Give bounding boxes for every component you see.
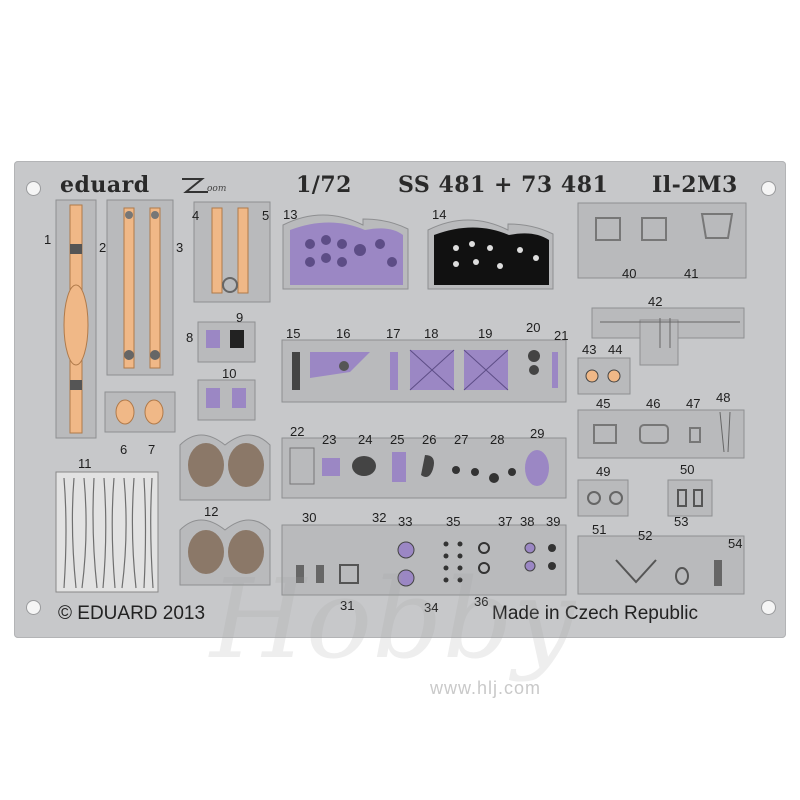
part-number: 27 — [454, 432, 469, 447]
part-number: 30 — [302, 510, 317, 525]
mounting-hole — [26, 600, 41, 615]
part-number: 4 — [192, 208, 200, 223]
part-number: 48 — [716, 390, 731, 405]
part-number: 46 — [646, 396, 661, 411]
mounting-hole — [761, 600, 776, 615]
origin-text: Made in Czech Republic — [492, 603, 698, 624]
part-number: 50 — [680, 462, 695, 477]
part-number: 43 — [582, 342, 597, 357]
part-number: 51 — [592, 522, 607, 537]
part-number: 53 — [674, 514, 689, 529]
part-number: 13 — [283, 207, 298, 222]
part-number: 26 — [422, 432, 437, 447]
part-number: 32 — [372, 510, 387, 525]
part-number: 42 — [648, 294, 663, 309]
svg-text:oom: oom — [207, 184, 226, 194]
part-number: 41 — [684, 266, 699, 281]
part-number: 37 — [498, 514, 513, 529]
part-number: 35 — [446, 514, 461, 529]
part-number: 25 — [390, 432, 405, 447]
part-number: 18 — [424, 326, 439, 341]
part-number: 20 — [526, 320, 541, 335]
part-number: 33 — [398, 514, 413, 529]
part-number: 17 — [386, 326, 401, 341]
brand-logo-text: eduard — [60, 172, 150, 198]
part-number: 6 — [120, 442, 128, 457]
part-number: 16 — [336, 326, 351, 341]
copyright-text: © EDUARD 2013 — [58, 603, 206, 624]
part-number: 2 — [99, 240, 107, 255]
part-number: 15 — [286, 326, 301, 341]
part-number: 8 — [186, 330, 194, 345]
part-number: 34 — [424, 600, 439, 615]
part-number: 45 — [596, 396, 611, 411]
part-number: 54 — [728, 536, 743, 551]
zoom-logo-icon: oom — [180, 175, 228, 195]
model-name-label: Il-2M3 — [652, 172, 738, 198]
belt-part-2-3 — [106, 199, 174, 376]
set-code-label: SS 481 + 73 481 — [398, 172, 609, 198]
part-number: 49 — [596, 464, 611, 479]
part-number: 29 — [530, 426, 545, 441]
part-number: 5 — [262, 208, 270, 223]
part-number: 1 — [44, 232, 52, 247]
part-number: 40 — [622, 266, 637, 281]
part-number: 12 — [204, 504, 219, 519]
mounting-hole — [26, 181, 41, 196]
part-number: 31 — [340, 598, 355, 613]
part-number: 14 — [432, 207, 447, 222]
part-number: 9 — [236, 310, 244, 325]
part-number: 11 — [78, 456, 92, 471]
cushion-part-12 — [179, 434, 271, 586]
part-number: 28 — [490, 432, 505, 447]
part-number: 36 — [474, 594, 489, 609]
belt-part-1 — [55, 199, 97, 439]
part-number: 7 — [148, 442, 156, 457]
part-number: 44 — [608, 342, 623, 357]
part-number: 10 — [222, 366, 237, 381]
part-number: 19 — [478, 326, 493, 341]
part-number: 39 — [546, 514, 561, 529]
scale-label: 1/72 — [296, 172, 352, 198]
part-number: 47 — [686, 396, 701, 411]
mounting-hole — [761, 181, 776, 196]
part-number: 3 — [176, 240, 184, 255]
part-number: 23 — [322, 432, 337, 447]
part-number: 21 — [554, 328, 569, 343]
part-number: 24 — [358, 432, 373, 447]
part-number: 38 — [520, 514, 535, 529]
watermark-url: www.hlj.com — [430, 678, 542, 698]
part-number: 52 — [638, 528, 653, 543]
watermark-logo: Hobby — [210, 555, 576, 683]
part-number: 22 — [290, 424, 305, 439]
belt-part-4-5 — [193, 201, 271, 303]
